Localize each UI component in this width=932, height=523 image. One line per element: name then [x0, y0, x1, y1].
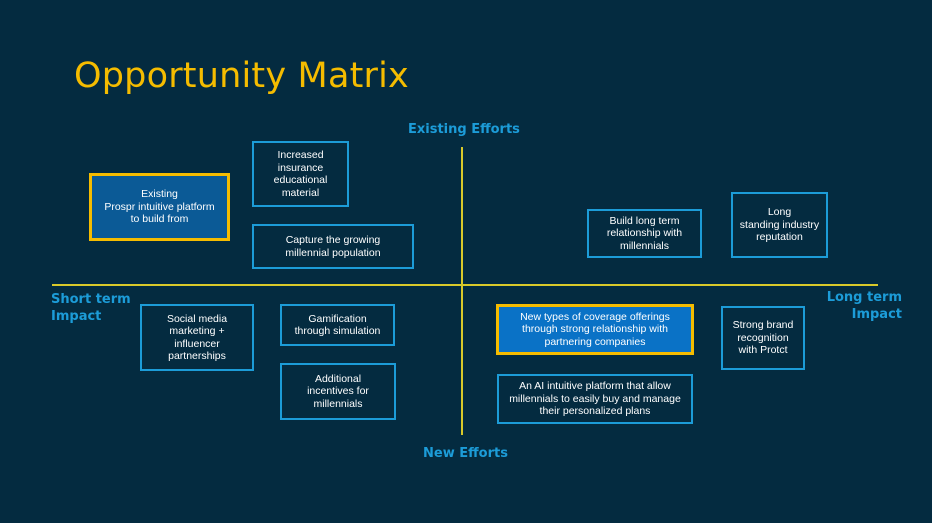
opportunity-card-capture-millennials[interactable]: Capture the growing millennial populatio…: [252, 224, 414, 269]
page-title: Opportunity Matrix: [74, 56, 409, 96]
opportunity-card-text: Long standing industry reputation: [739, 206, 820, 244]
vertical-axis-line: [461, 147, 463, 435]
horizontal-axis-line: [52, 284, 878, 286]
opportunity-card-text: Social media marketing + influencer part…: [166, 312, 228, 363]
opportunity-card-new-coverage-offerings[interactable]: New types of coverage offerings through …: [496, 304, 694, 355]
axis-label-existing-efforts: Existing Efforts: [408, 122, 520, 137]
axis-label-long-term-impact: Long term Impact: [826, 290, 902, 322]
opportunity-card-text: Strong brand recognition with Protct: [732, 319, 794, 357]
opportunity-card-social-media[interactable]: Social media marketing + influencer part…: [140, 304, 254, 371]
opportunity-card-text: New types of coverage offerings through …: [520, 310, 670, 348]
opportunity-card-gamification[interactable]: Gamification through simulation: [280, 304, 395, 346]
opportunity-card-ai-platform[interactable]: An AI intuitive platform that allow mill…: [497, 374, 693, 424]
opportunity-card-brand-recognition[interactable]: Strong brand recognition with Protct: [721, 306, 805, 370]
axis-label-new-efforts: New Efforts: [423, 446, 508, 461]
opportunity-card-text: Build long term relationship with millen…: [606, 214, 683, 252]
opportunity-card-long-term-relationship[interactable]: Build long term relationship with millen…: [587, 209, 702, 258]
opportunity-card-text: Additional incentives for millennials: [307, 372, 369, 410]
opportunity-card-additional-incentives[interactable]: Additional incentives for millennials: [280, 363, 396, 420]
opportunity-card-text: Capture the growing millennial populatio…: [285, 234, 381, 259]
opportunity-card-text: Increased insurance educational material: [273, 149, 328, 199]
axis-label-short-term-impact: Short term Impact: [51, 292, 131, 324]
opportunity-card-text: Existing Prospr intuitive platform to bu…: [104, 188, 215, 226]
opportunity-card-educational-material[interactable]: Increased insurance educational material: [252, 141, 349, 207]
opportunity-card-industry-reputation[interactable]: Long standing industry reputation: [731, 192, 828, 258]
opportunity-card-text: Gamification through simulation: [294, 312, 381, 338]
opportunity-card-text: An AI intuitive platform that allow mill…: [509, 380, 681, 418]
opportunity-card-existing-platform[interactable]: Existing Prospr intuitive platform to bu…: [89, 173, 230, 241]
